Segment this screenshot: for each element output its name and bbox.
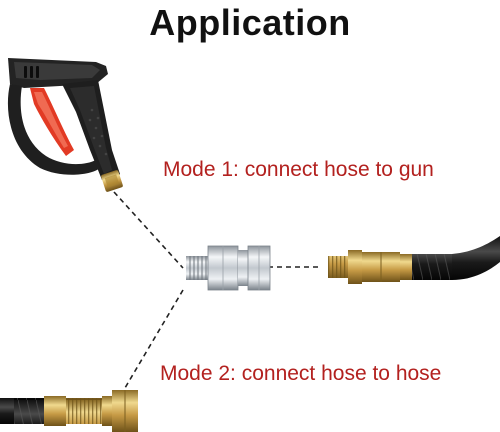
swivel-connector-icon xyxy=(186,245,271,291)
mode-1-label: Mode 1: connect hose to gun xyxy=(163,158,434,181)
page-title: Application xyxy=(149,2,351,43)
dashed-line-connector-to-fitting xyxy=(121,289,184,394)
hose-fitting-icon xyxy=(0,390,138,432)
hose-fitting-icon xyxy=(328,236,500,284)
spray-gun-icon xyxy=(7,58,123,192)
mode-2-label: Mode 2: connect hose to hose xyxy=(160,362,442,385)
connection-lines xyxy=(113,191,322,394)
dashed-line-gun-to-connector xyxy=(113,191,184,269)
